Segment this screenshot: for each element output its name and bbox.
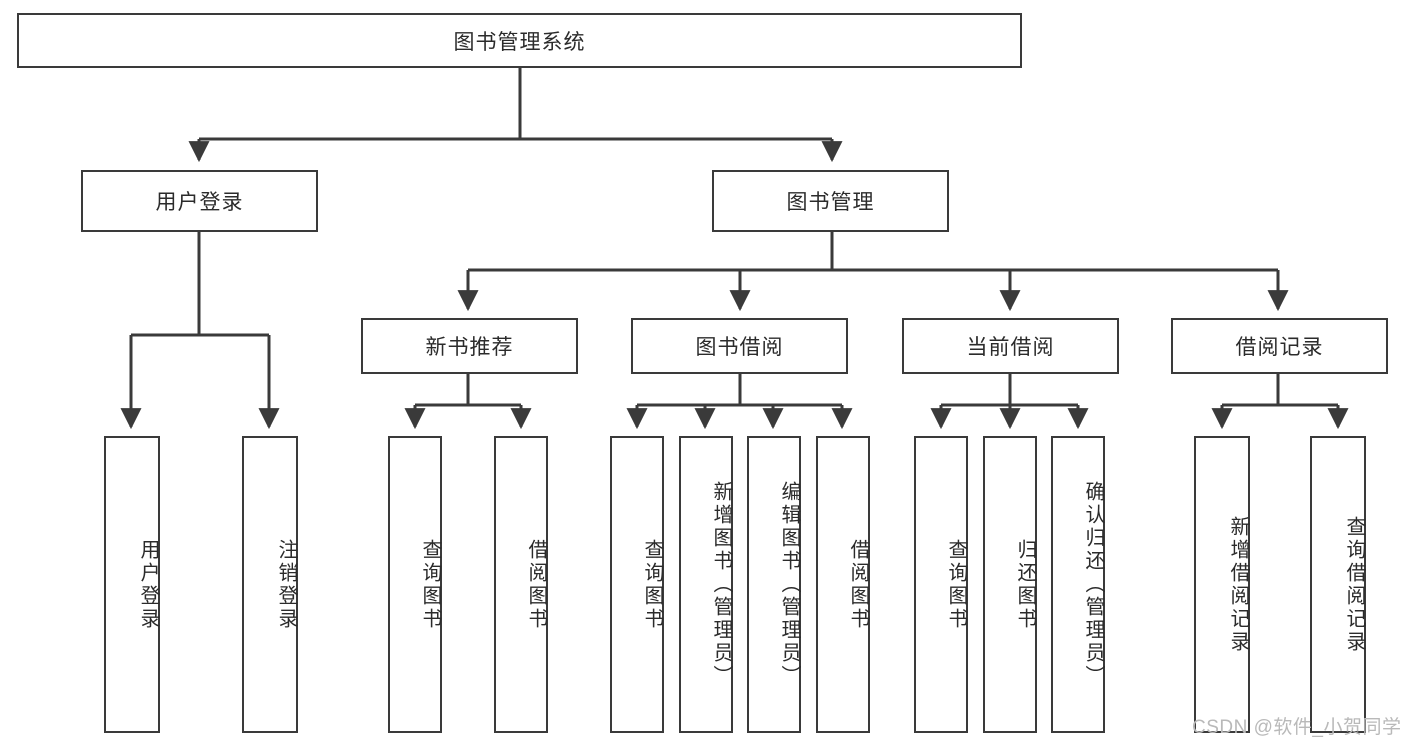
node-borrow-record-label: 借阅记录 [1235,336,1324,359]
leaf-query-book-2-label: 查询图书 [641,538,663,631]
leaf-user-login[interactable]: 用户登录 [104,436,160,733]
leaf-confirm-return-label: 确认归还（管理员） [1082,481,1104,688]
leaf-borrow-book-2[interactable]: 借阅图书 [816,436,870,733]
leaf-query-book-3-label: 查询图书 [945,538,967,631]
leaf-logout-login[interactable]: 注销登录 [242,436,298,733]
node-root-label: 图书管理系统 [453,30,586,54]
leaf-user-login-label: 用户登录 [137,538,159,631]
leaf-edit-book-label: 编辑图书（管理员） [778,481,800,688]
leaf-confirm-return[interactable]: 确认归还（管理员） [1051,436,1105,733]
leaf-borrow-book-1-label: 借阅图书 [525,538,547,631]
leaf-borrow-book-1[interactable]: 借阅图书 [494,436,548,733]
leaf-query-book-3[interactable]: 查询图书 [914,436,968,733]
node-book-manage[interactable]: 图书管理 [712,170,949,232]
leaf-add-borrow-record-label: 新增借阅记录 [1227,515,1249,654]
leaf-query-book-1[interactable]: 查询图书 [388,436,442,733]
node-book-borrow-label: 图书借阅 [695,336,784,359]
node-book-manage-label: 图书管理 [786,191,875,214]
leaf-query-borrow-record[interactable]: 查询借阅记录 [1310,436,1366,733]
node-user-login-label: 用户登录 [155,191,244,214]
node-borrow-record[interactable]: 借阅记录 [1171,318,1388,374]
node-book-borrow[interactable]: 图书借阅 [631,318,848,374]
watermark-text: CSDN @软件_小贺同学 [1192,717,1402,738]
leaf-return-book[interactable]: 归还图书 [983,436,1037,733]
leaf-query-book-2[interactable]: 查询图书 [610,436,664,733]
node-user-login[interactable]: 用户登录 [81,170,318,232]
leaf-query-book-1-label: 查询图书 [419,538,441,631]
leaf-edit-book[interactable]: 编辑图书（管理员） [747,436,801,733]
leaf-query-borrow-record-label: 查询借阅记录 [1343,515,1365,654]
leaf-add-book-label: 新增图书（管理员） [710,481,732,688]
leaf-return-book-label: 归还图书 [1014,538,1036,631]
leaf-borrow-book-2-label: 借阅图书 [847,538,869,631]
leaf-add-borrow-record[interactable]: 新增借阅记录 [1194,436,1250,733]
node-root[interactable]: 图书管理系统 [17,13,1022,68]
node-current-borrow-label: 当前借阅 [966,336,1055,359]
node-current-borrow[interactable]: 当前借阅 [902,318,1119,374]
leaf-logout-login-label: 注销登录 [275,538,297,631]
leaf-add-book[interactable]: 新增图书（管理员） [679,436,733,733]
node-new-book-recommend-label: 新书推荐 [425,336,514,359]
node-new-book-recommend[interactable]: 新书推荐 [361,318,578,374]
